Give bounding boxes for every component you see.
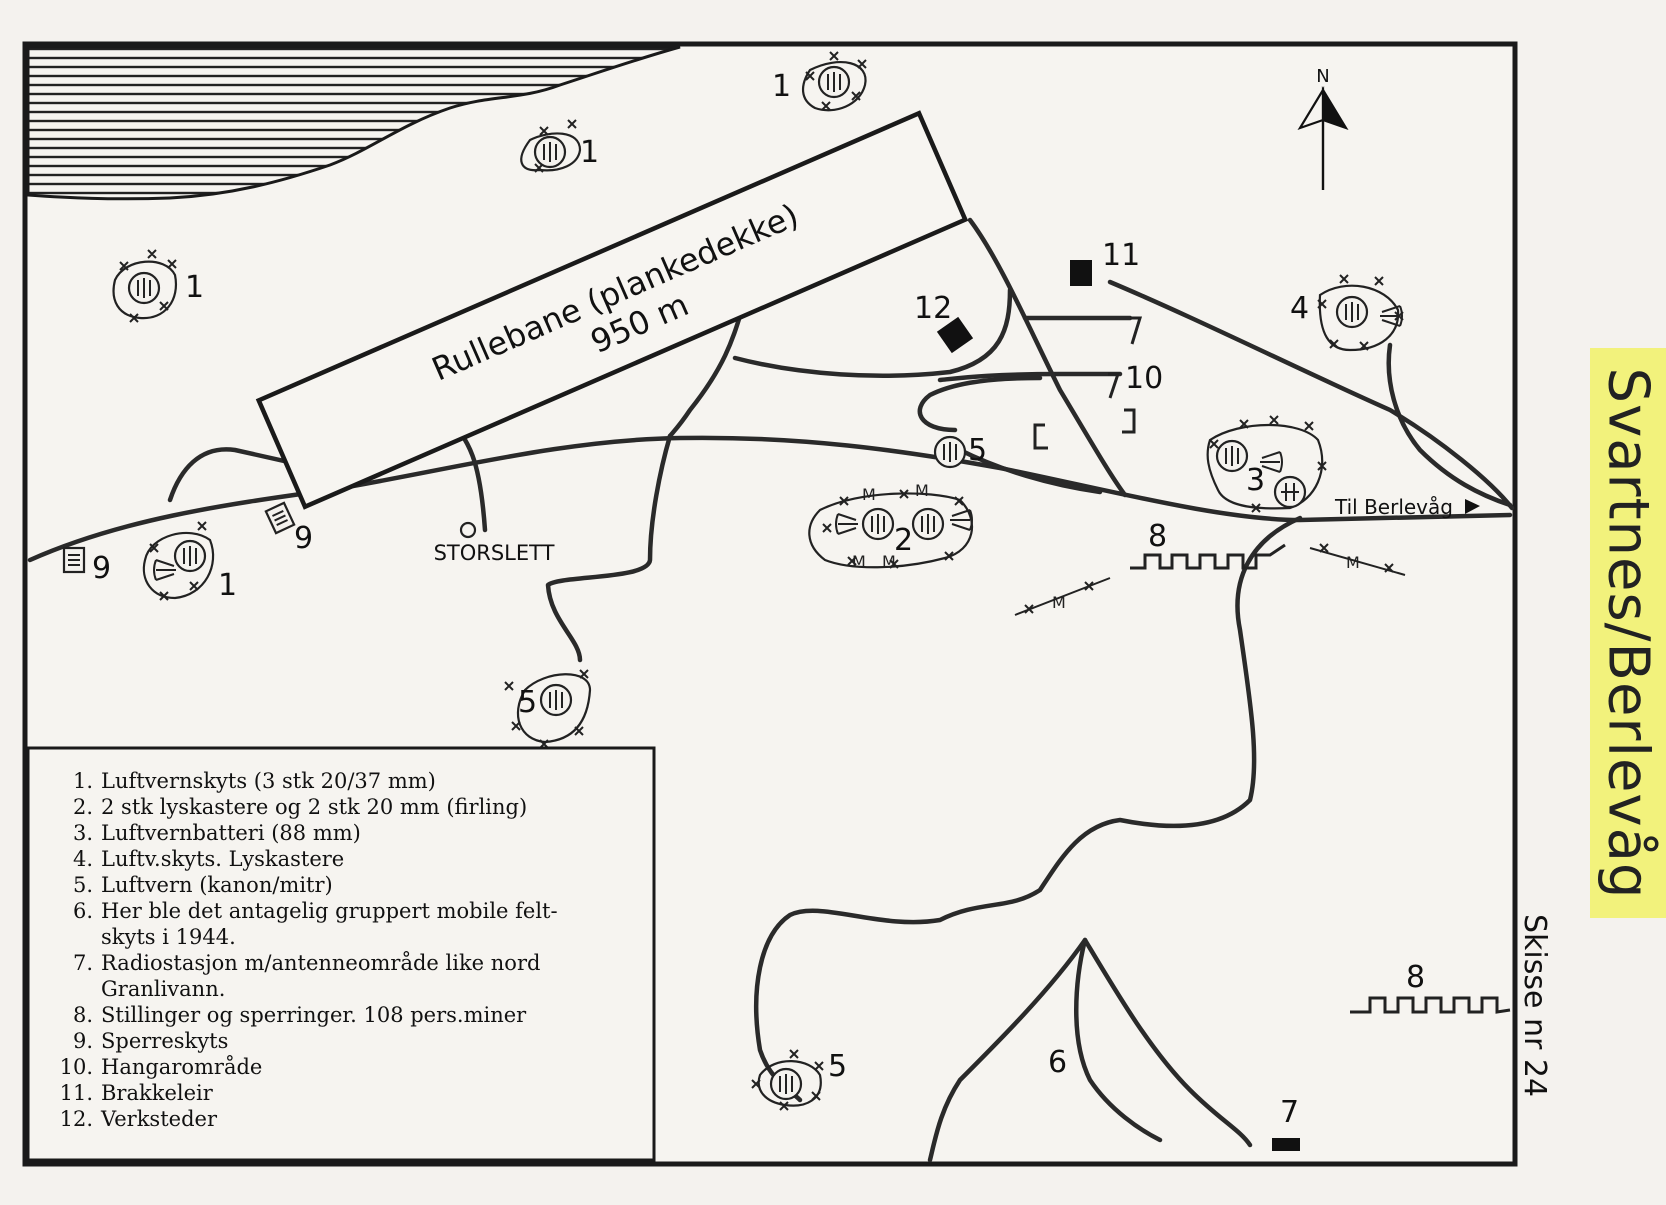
wire-loop-1c [112, 260, 178, 320]
sketch-title: Svartnes/Berlevåg [1595, 367, 1661, 899]
sea-area [26, 45, 681, 201]
wire-loop-4 [1318, 284, 1400, 352]
label-9b: 9 [294, 521, 313, 556]
legend-item: 11.Brakkeleir [59, 1081, 213, 1105]
minefield-lines: M M M M M M [852, 481, 1406, 616]
sketch-title-highlight: Svartnes/Berlevåg [1590, 348, 1666, 918]
berlevag-road-label: Til Berlevåg [1334, 495, 1453, 519]
wire-loop-2 [808, 492, 974, 569]
svg-text:M: M [862, 485, 876, 504]
radio-station [1272, 1138, 1300, 1151]
hangar-area [1033, 316, 1143, 450]
label-6: 6 [1048, 1045, 1067, 1080]
legend-item: 1.Luftvernskyts (3 stk 20/37 mm) [72, 769, 436, 793]
label-9a: 9 [92, 551, 111, 586]
label-1b: 1 [580, 135, 599, 170]
legend-item: 9.Sperreskyts [72, 1029, 229, 1053]
wire-loop-1d [142, 531, 215, 600]
legend-item: 12.Verksteder [59, 1107, 217, 1131]
svg-text:M: M [1346, 553, 1360, 572]
sketch-number: Skisse nr 24 [1517, 913, 1553, 1097]
svg-text:M: M [915, 481, 929, 500]
road-arrow-icon [1465, 499, 1480, 514]
north-arrow-icon: N [1297, 66, 1349, 190]
label-1d: 1 [218, 568, 237, 603]
legend-list: 1.Luftvernskyts (3 stk 20/37 mm) 2.2 stk… [40, 768, 650, 1153]
svg-text:M: M [1052, 593, 1066, 612]
label-1a: 1 [772, 69, 791, 104]
north-label: N [1316, 66, 1329, 87]
wire-loop-5a [516, 673, 592, 744]
barracks-building [1070, 260, 1092, 286]
legend-item: 8.Stillinger og sperringer. 108 pers.min… [72, 1003, 527, 1027]
label-8a: 8 [1148, 519, 1167, 554]
svg-text:M: M [852, 552, 866, 571]
storslett-marker [459, 521, 477, 539]
label-3: 3 [1246, 463, 1265, 498]
legend-item: 2.2 stk lyskastere og 2 stk 20 mm (firli… [72, 795, 528, 819]
wire-marks [119, 51, 1404, 1111]
legend-item: 6.Her ble det antagelig gruppert mobile … [72, 899, 558, 949]
sketch-number-box: Skisse nr 24 [1505, 895, 1565, 1115]
label-5b: 5 [518, 685, 537, 720]
label-5c: 5 [828, 1049, 847, 1084]
wire-loop-1b [520, 132, 582, 172]
label-5a: 5 [968, 433, 987, 468]
workshop-building [936, 316, 974, 354]
label-11: 11 [1102, 238, 1140, 273]
wire-loop-1a [802, 61, 867, 112]
label-2: 2 [894, 523, 913, 558]
legend-item: 7.Radiostasjon m/antenneområde like nord… [72, 951, 541, 1001]
legend-item: 5.Luftvern (kanon/mitr) [72, 873, 333, 897]
label-1c: 1 [185, 270, 204, 305]
storslett-label: STORSLETT [434, 541, 555, 565]
road-network [27, 217, 1515, 1163]
trench-lines [1130, 543, 1511, 1014]
label-7: 7 [1280, 1095, 1299, 1130]
legend-item: 4.Luftv.skyts. Lyskastere [72, 847, 345, 871]
label-4: 4 [1290, 291, 1309, 326]
label-8b: 8 [1406, 960, 1425, 995]
svg-text:M: M [882, 552, 896, 571]
legend-item: 10.Hangarområde [59, 1055, 263, 1079]
legend-item: 3.Luftvernbatteri (88 mm) [72, 821, 361, 845]
label-10: 10 [1125, 361, 1163, 396]
legend-box [26, 746, 656, 1162]
label-12: 12 [914, 291, 952, 326]
